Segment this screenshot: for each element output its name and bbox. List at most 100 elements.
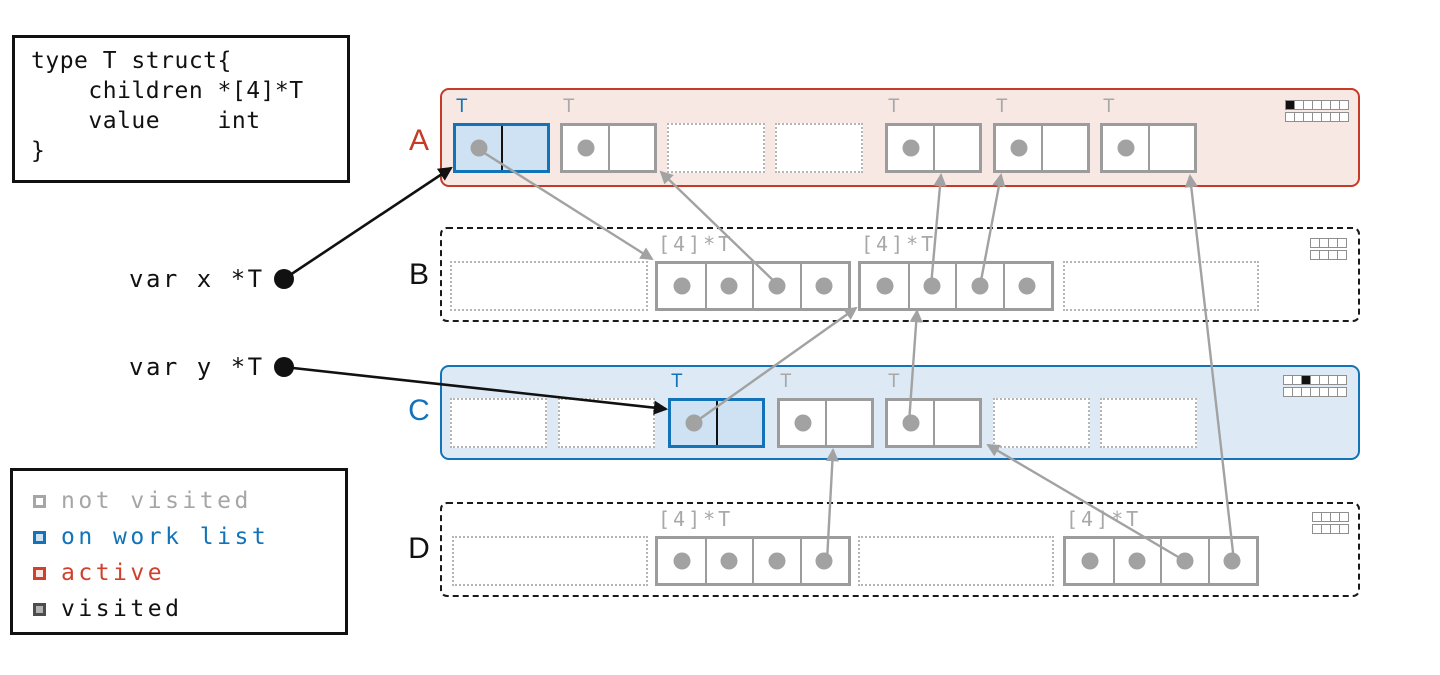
legend-label: visited (61, 596, 183, 622)
pointer-slot-dot (1018, 277, 1036, 295)
pointer-slot-dot (876, 277, 894, 295)
array-object-box (655, 536, 851, 586)
pointer-slot-dot (577, 139, 595, 157)
pointer-slot-dot (768, 277, 786, 295)
legend: not visited on work list active visited (10, 468, 348, 635)
bitmap-row (1285, 112, 1349, 122)
not-visited-swatch-icon (33, 494, 46, 508)
cell-divider (1147, 126, 1150, 170)
cell-divider (955, 264, 957, 308)
struct-definition-box: type T struct{ children *[4]*T value int… (12, 35, 350, 183)
object-type-label: T (888, 371, 900, 392)
pointer-slot-dot (1176, 552, 1194, 570)
cell-divider (1002, 264, 1005, 308)
free-slot (667, 123, 765, 173)
object-type-label: [4]*T (861, 232, 937, 256)
array-object-box (655, 261, 851, 311)
cell-divider (715, 401, 718, 445)
bitmap-row (1310, 250, 1347, 260)
free-slot (1100, 398, 1197, 448)
object-type-label: [4]*T (658, 507, 734, 531)
legend-label: not visited (61, 488, 252, 514)
t-object-box (885, 123, 982, 173)
cell-divider (799, 264, 802, 308)
pointer-slot-dot (720, 277, 738, 295)
t-object-box (993, 123, 1090, 173)
bitmap-row (1283, 387, 1347, 397)
t-object-box (560, 123, 657, 173)
cell-divider (704, 264, 707, 308)
legend-label: on work list (61, 524, 270, 550)
object-type-label: [4]*T (658, 232, 734, 256)
bitmap-cell (1339, 100, 1349, 110)
cell-divider (1160, 539, 1162, 583)
active-swatch-icon (33, 566, 46, 580)
visited-swatch-icon (33, 602, 46, 616)
bitmap-cell (1337, 375, 1347, 385)
cell-divider (1207, 539, 1210, 583)
pointer-slot-dot (1010, 139, 1028, 157)
free-slot (1063, 261, 1259, 311)
pointer-slot-dot (768, 552, 786, 570)
legend-item-not-visited: not visited (33, 483, 345, 519)
allocation-bitmap (1283, 375, 1347, 397)
allocation-bitmap (1285, 100, 1349, 122)
t-object-box (668, 398, 765, 448)
bitmap-cell (1337, 250, 1347, 260)
cell-divider (907, 264, 910, 308)
pointer-origin-dot (274, 269, 294, 289)
object-type-label: T (888, 96, 900, 117)
bitmap-row (1283, 375, 1347, 385)
cell-divider (799, 539, 802, 583)
free-slot (993, 398, 1090, 448)
cell-divider (704, 539, 707, 583)
cell-divider (500, 126, 503, 170)
cell-divider (752, 264, 754, 308)
object-type-label: T (671, 371, 683, 392)
t-object-box (453, 123, 550, 173)
legend-label: active (61, 560, 166, 586)
array-object-box (1063, 536, 1259, 586)
bitmap-cell (1337, 387, 1347, 397)
pointer-origin-dot (274, 357, 294, 377)
legend-item-on-work-list: on work list (33, 519, 345, 555)
bitmap-cell (1339, 112, 1349, 122)
cell-divider (932, 401, 935, 445)
cell-divider (1040, 126, 1043, 170)
legend-item-visited: visited (33, 591, 345, 627)
on-work-list-swatch-icon (33, 530, 46, 544)
pointer-slot-dot (673, 277, 691, 295)
struct-definition-code: type T struct{ children *[4]*T value int… (31, 48, 304, 164)
span-label-B: B (408, 258, 429, 291)
cell-divider (1112, 539, 1115, 583)
free-slot (450, 261, 648, 311)
free-slot (450, 398, 547, 448)
bitmap-row (1312, 524, 1349, 534)
free-slot (775, 123, 863, 173)
pointer-slot-dot (794, 414, 812, 432)
pointer-slot-dot (1117, 139, 1135, 157)
object-type-label: T (996, 96, 1008, 117)
bitmap-row (1312, 512, 1349, 522)
array-object-box (858, 261, 1054, 311)
object-type-label: T (780, 371, 792, 392)
span-label-C: C (408, 394, 430, 427)
cell-divider (824, 401, 827, 445)
bitmap-cell (1339, 524, 1349, 534)
span-label-D: D (408, 532, 430, 565)
var-x-label: var x *T (129, 265, 265, 293)
object-type-label: [4]*T (1066, 507, 1142, 531)
span-label-A: A (408, 124, 429, 157)
bitmap-cell (1339, 512, 1349, 522)
t-object-box (1100, 123, 1197, 173)
t-object-box (777, 398, 874, 448)
pointer-slot-dot (720, 552, 738, 570)
pointer-slot-dot (673, 552, 691, 570)
bitmap-row (1285, 100, 1349, 110)
cell-divider (607, 126, 610, 170)
free-slot (558, 398, 655, 448)
bitmap-row (1310, 238, 1347, 248)
bitmap-cell (1337, 238, 1347, 248)
free-slot (452, 536, 648, 586)
